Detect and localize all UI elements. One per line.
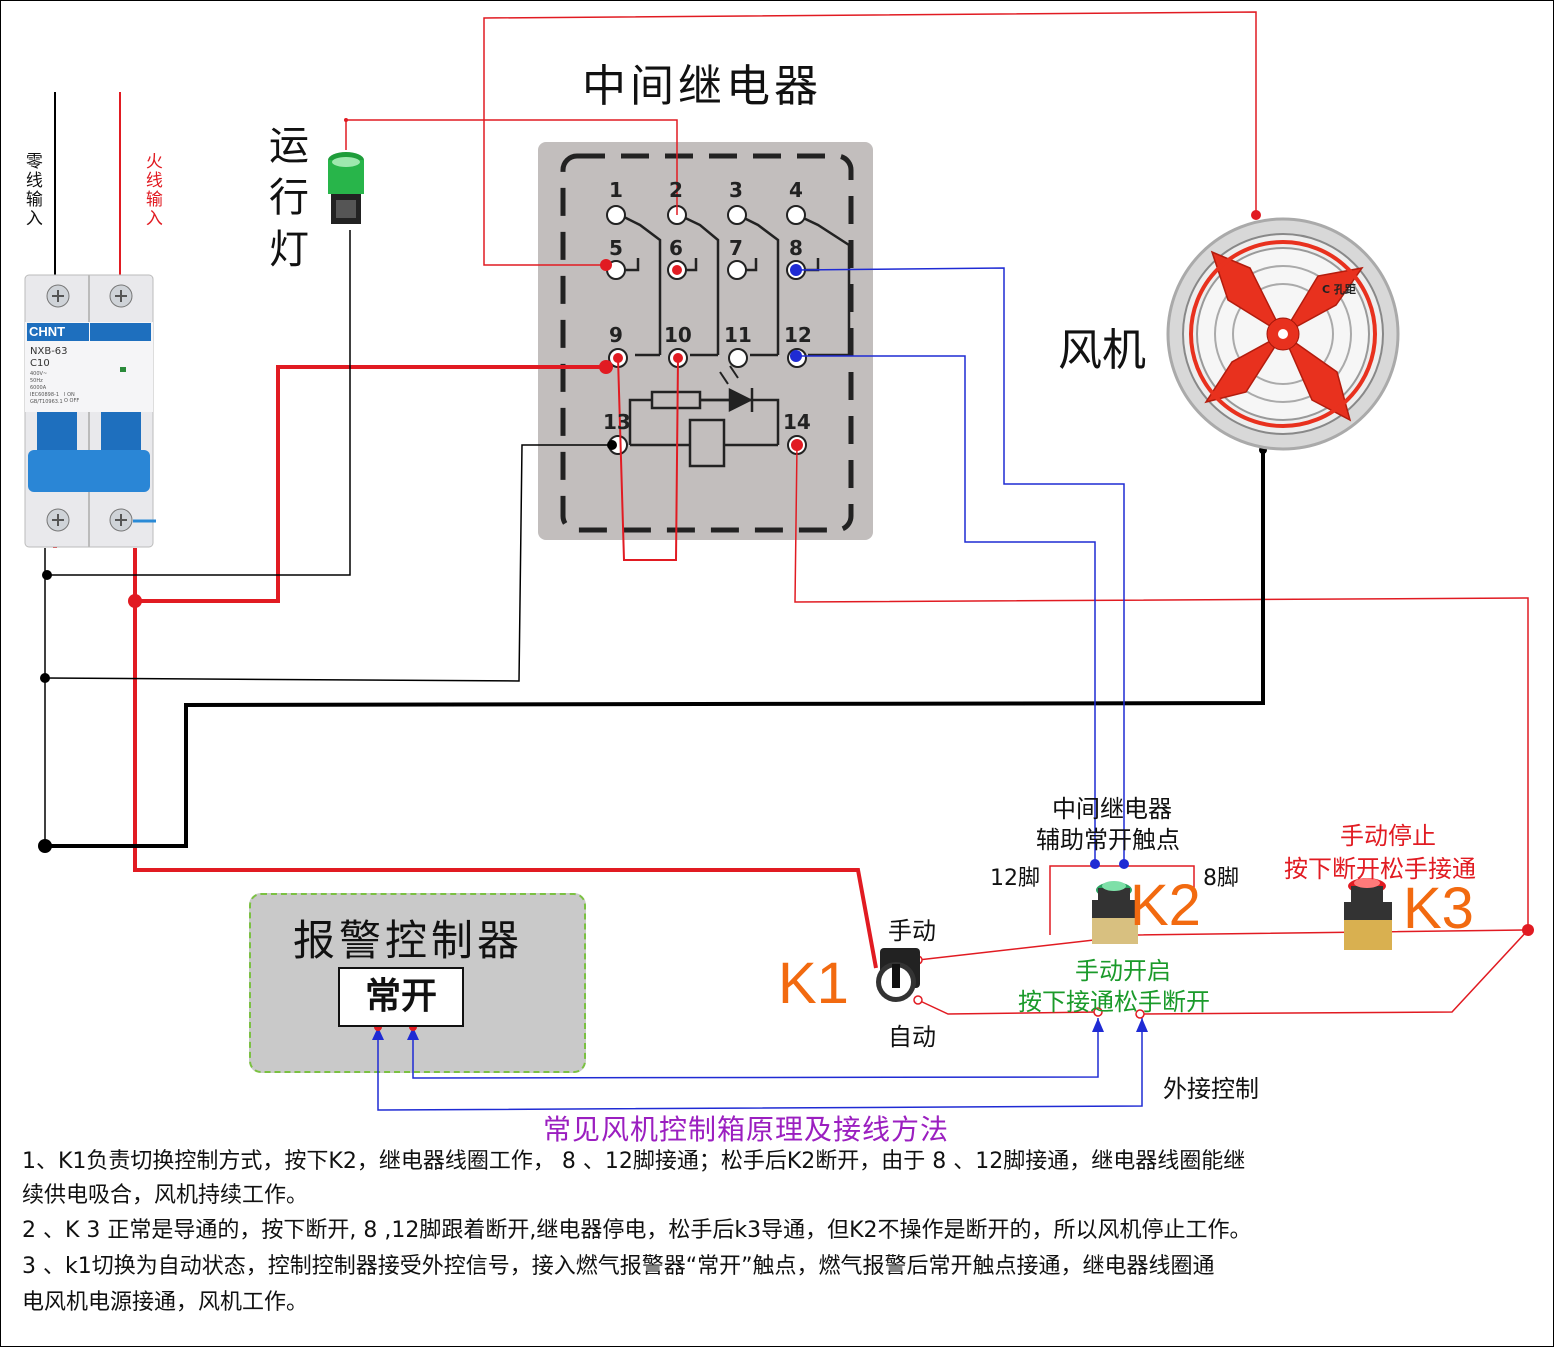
relay-title: 中间继电器 [582,61,822,112]
breaker-brand: CHNT [29,324,66,339]
relay-base [538,142,873,540]
k3-desc-2: 按下断开松手接通 [1284,855,1476,883]
alarm-contact-label: 常开 [338,967,464,1027]
k2-desc-2: 按下接通松手断开 [1018,988,1210,1016]
note-line-3: 2 、K 3 正常是导通的，按下断开, 8 ,12脚跟着断开,继电器停电，松手后… [22,1218,1252,1243]
relay-terminals [606,205,807,455]
pin-label: 11 [724,323,752,347]
note-line-2: 续供电吸合，风机持续工作。 [22,1183,309,1208]
pin12-label: 12脚 [990,866,1040,891]
pin-label: 8 [789,236,803,260]
aux-contact-title-1: 中间继电器 [1052,795,1172,823]
pin-label: 7 [729,236,743,260]
breaker-rating: C10 [30,358,50,369]
relay-internal-contacts [619,213,851,468]
live-input-label: 火线输入 [141,152,162,228]
pin-label: 1 [609,178,623,202]
pin8-label: 8脚 [1203,866,1239,891]
control-dots [372,264,1148,1040]
note-line-5: 电风机电源接通，风机工作。 [22,1290,309,1315]
pin-label: 5 [609,236,623,260]
k1-manual-label: 手动 [888,917,936,945]
aux-contact-title-2: 辅助常开触点 [1036,826,1180,854]
k1-label: K1 [778,951,849,1016]
k2-label: K2 [1130,873,1201,938]
pin-label: 10 [664,323,692,347]
fan-icon [1166,217,1400,451]
live-dots [128,118,1534,936]
k3-label: K3 [1403,876,1474,941]
switch-contact-dots [913,955,1145,1019]
neutral-wires [44,92,1265,848]
diagram-caption: 常见风机控制箱原理及接线方法 [543,1113,950,1146]
k3-desc-1: 手动停止 [1340,822,1436,850]
live-wires [53,11,1529,1015]
run-light-icon [328,152,364,224]
pin-label: 9 [609,323,623,347]
relay-dashed-outline [560,153,854,533]
pin-label: 12 [784,323,812,347]
pin-label: 3 [729,178,743,202]
pin-label: 6 [669,236,683,260]
k1-selector-icon [876,948,920,1002]
breaker [24,274,156,548]
control-wires [377,267,1143,1111]
neutral-input-label: 零线输入 [21,152,42,228]
pin-label: 4 [789,178,803,202]
k1-auto-label: 自动 [888,1023,936,1051]
pin-label: 2 [669,178,683,202]
note-line-1: 1、K1负责切换控制方式，按下K2，继电器线圈工作， 8 、12脚接通；松手后K… [22,1149,1246,1174]
breaker-model: NXB-63 [30,346,68,357]
k3-button-icon [1344,878,1392,950]
fan-label: 风机 [1058,325,1146,376]
pin-label: 13 [603,410,631,434]
external-control-label: 外接控制 [1163,1075,1259,1103]
k2-button-icon [1092,881,1138,944]
k2-desc-1: 手动开启 [1075,957,1171,985]
alarm-title: 报警控制器 [293,916,524,965]
note-line-4: 3 、k1切换为自动状态，控制控制器接受外控信号，接入燃气报警器“常开”触点，燃… [22,1254,1215,1279]
fan-mark: C 孔距 [1322,283,1356,296]
pin-label: 14 [783,410,811,434]
run-light-label: 运行灯 [269,123,309,273]
